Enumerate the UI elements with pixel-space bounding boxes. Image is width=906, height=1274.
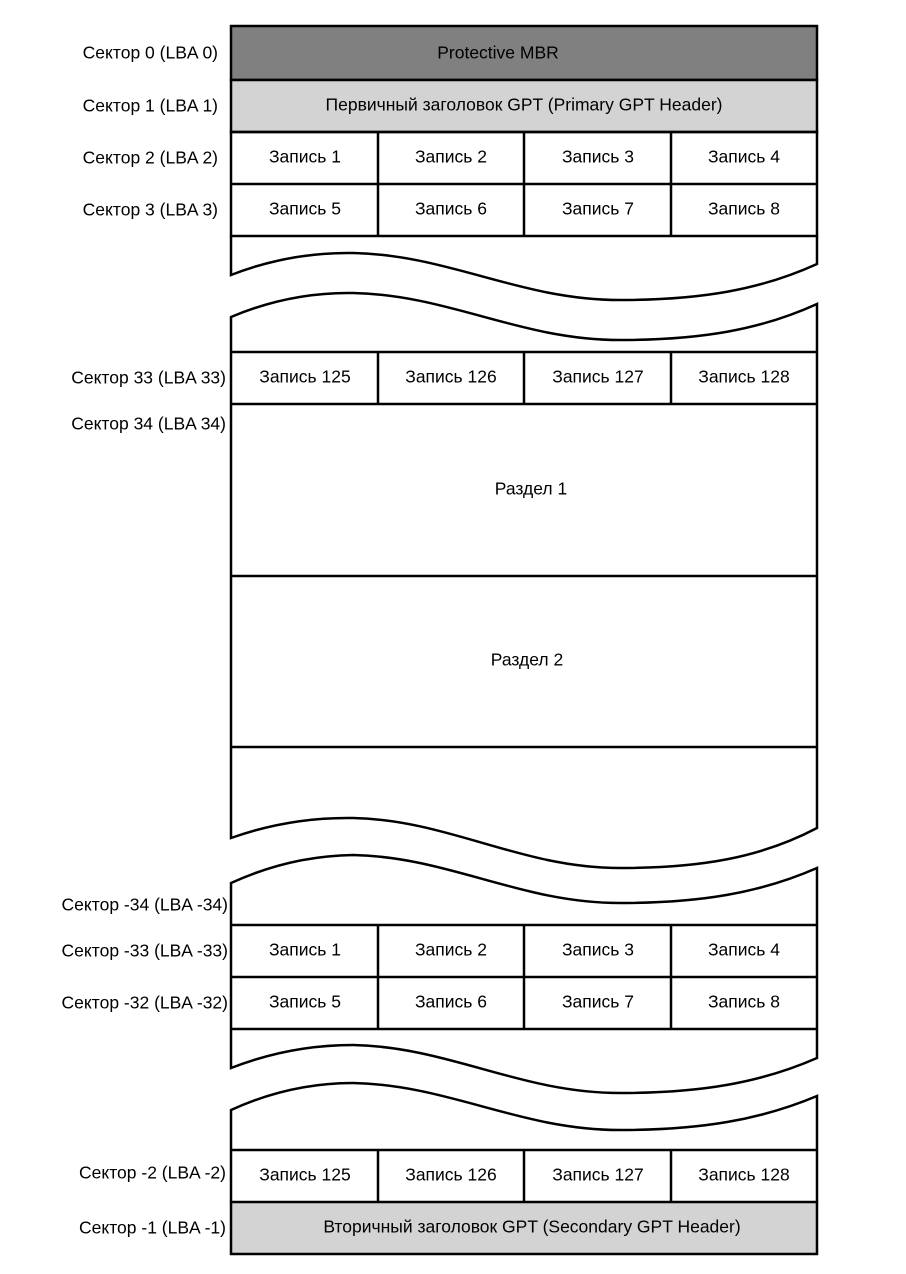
entry-cell: Запись 6 (415, 199, 487, 219)
primary-last-entries-grid (231, 350, 817, 406)
sector-label: Сектор 3 (LBA 3) (83, 200, 218, 220)
entry-cell: Запись 4 (708, 940, 780, 960)
entry-cell: Запись 1 (269, 940, 341, 960)
entry-cell: Запись 2 (415, 940, 487, 960)
sector-label: Сектор -32 (LBA -32) (62, 993, 228, 1013)
secondary-gpt-header-block (229, 1200, 819, 1256)
partition-2-label: Раздел 2 (491, 650, 563, 670)
entry-cell: Запись 4 (708, 147, 780, 167)
entry-cell: Запись 1 (269, 147, 341, 167)
entry-cell: Запись 125 (259, 367, 350, 387)
entry-cell: Запись 3 (562, 147, 634, 167)
sector-label: Сектор -33 (LBA -33) (62, 941, 228, 961)
sector-label: Сектор -34 (LBA -34) (62, 895, 228, 915)
break-wave-top (229, 291, 819, 404)
entry-cell: Запись 2 (415, 147, 487, 167)
entry-cell: Запись 6 (415, 992, 487, 1012)
sector-label: Сектор -2 (LBA -2) (79, 1163, 226, 1183)
sector-label: Сектор 34 (LBA 34) (71, 414, 226, 434)
break-wave-bottom (229, 236, 819, 302)
entry-cell: Запись 128 (698, 367, 789, 387)
entry-cell: Запись 5 (269, 199, 341, 219)
entry-cell: Запись 127 (552, 1165, 643, 1185)
entry-cell: Запись 126 (405, 367, 496, 387)
protective-mbr-block (229, 24, 819, 82)
secondary-header-label: Вторичный заголовок GPT (Secondary GPT H… (323, 1217, 740, 1237)
break-wave-bottom-2 (229, 1029, 819, 1095)
sector-label: Сектор 2 (LBA 2) (83, 148, 218, 168)
entry-cell: Запись 7 (562, 199, 634, 219)
secondary-last-entries-grid (231, 1148, 817, 1202)
sector-label: Сектор 1 (LBA 1) (83, 96, 218, 116)
entry-cell: Запись 127 (552, 367, 643, 387)
sector-label: Сектор 0 (LBA 0) (83, 43, 218, 63)
mbr-label: Protective MBR (437, 43, 559, 63)
primary-entries-grid (231, 132, 817, 236)
primary-header-label: Первичный заголовок GPT (Primary GPT Hea… (326, 95, 723, 115)
partition-1-label: Раздел 1 (495, 479, 567, 499)
entry-cell: Запись 7 (562, 992, 634, 1012)
backup-wave-top (229, 853, 819, 1029)
entry-cell: Запись 126 (405, 1165, 496, 1185)
break-wave-top-2 (229, 1081, 819, 1202)
entry-cell: Запись 125 (259, 1165, 350, 1185)
partitions-area (229, 404, 819, 870)
secondary-entries-grid (231, 923, 817, 1031)
sector-label: Сектор 33 (LBA 33) (71, 368, 226, 388)
primary-gpt-header-block (229, 78, 819, 134)
entry-cell: Запись 8 (708, 992, 780, 1012)
sector-label: Сектор -1 (LBA -1) (79, 1218, 226, 1238)
entry-cell: Запись 8 (708, 199, 780, 219)
entry-cell: Запись 5 (269, 992, 341, 1012)
entry-cell: Запись 128 (698, 1165, 789, 1185)
entry-cell: Запись 3 (562, 940, 634, 960)
